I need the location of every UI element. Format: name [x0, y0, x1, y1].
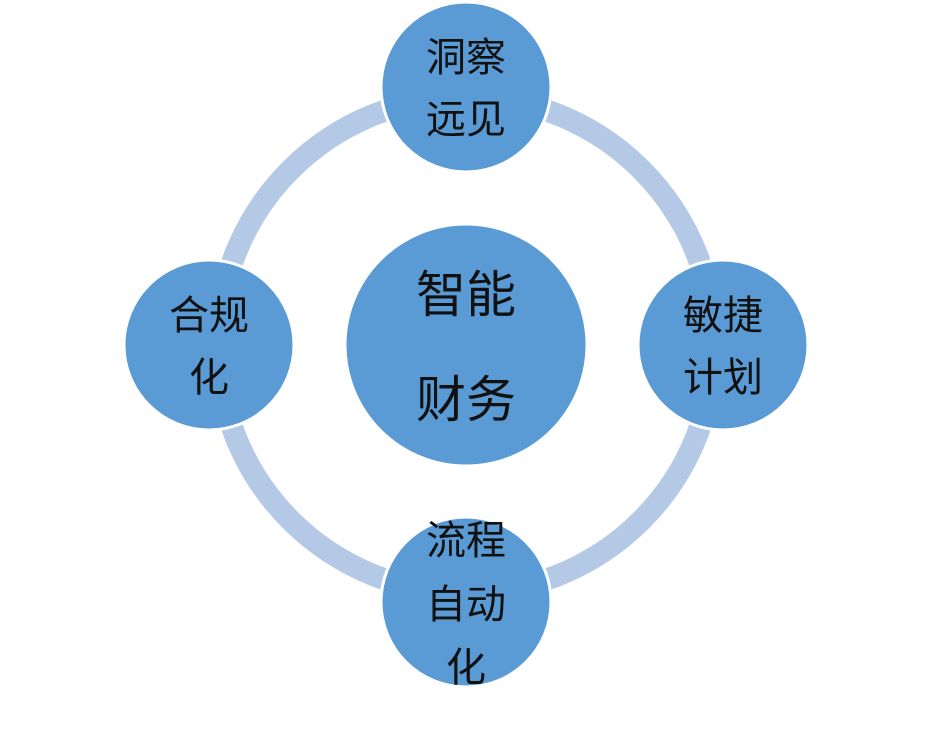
node-left-circle — [122, 258, 296, 432]
node-right-label-line-1: 敏捷 — [683, 293, 763, 339]
node-top-circle — [379, 0, 553, 174]
node-bottom-circle — [379, 515, 553, 689]
node-left: 合规 化 — [122, 258, 296, 432]
node-bottom-label-line-2: 自动 — [426, 582, 506, 628]
center-node-label-line-1: 智能 — [416, 266, 516, 324]
node-top-label-line-1: 洞察 — [426, 35, 506, 81]
center-node: 智能 财务 — [343, 222, 589, 468]
node-top: 洞察 远见 — [379, 0, 553, 174]
node-left-label-line-1: 合规 — [169, 293, 249, 339]
node-bottom-label-line-3: 化 — [446, 645, 486, 691]
node-bottom-label-line-1: 流程 — [426, 518, 506, 564]
center-node-circle — [343, 222, 589, 468]
node-left-label-line-2: 化 — [189, 355, 229, 401]
center-node-label-line-2: 财务 — [416, 371, 516, 429]
node-top-label-line-2: 远见 — [426, 97, 506, 143]
node-right-circle — [636, 258, 810, 432]
node-right: 敏捷 计划 — [636, 258, 810, 432]
node-right-label-line-2: 计划 — [683, 355, 763, 401]
node-bottom: 流程 自动 化 — [379, 515, 553, 691]
